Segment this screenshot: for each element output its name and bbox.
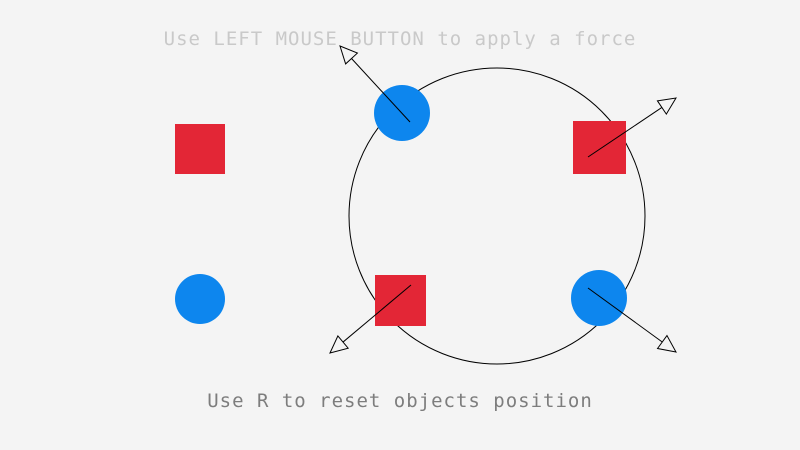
force-square-top-right-arrow-icon	[587, 97, 677, 158]
force-circle-bottom-right-shaft	[587, 287, 663, 343]
force-circle-bottom-right-arrow-icon	[587, 287, 677, 353]
body-square-top-right[interactable]	[573, 121, 626, 174]
force-vectors-layer	[329, 45, 677, 354]
guide-circle-layer	[348, 67, 646, 365]
bodies-layer[interactable]	[175, 85, 627, 326]
hint-text-top: Use LEFT MOUSE BUTTON to apply a force	[163, 28, 637, 50]
force-square-bottom-center-arrow-icon	[329, 284, 412, 354]
force-circle-top-center-head	[339, 45, 359, 65]
hint-text-bottom: Use R to reset objects position	[207, 390, 593, 412]
force-circle-top-center-shaft	[351, 58, 411, 123]
constraint-circle-icon	[348, 67, 646, 365]
force-circle-top-center-arrow-icon	[339, 45, 411, 123]
body-square-top-left[interactable]	[175, 124, 225, 174]
force-circle-bottom-right-head	[656, 334, 677, 353]
force-square-bottom-center-head	[329, 335, 350, 354]
body-circle-bottom-left[interactable]	[175, 274, 225, 324]
force-square-top-right-shaft	[587, 107, 663, 158]
body-circle-bottom-right[interactable]	[571, 270, 627, 326]
force-square-bottom-center-shaft	[342, 284, 412, 343]
body-square-bottom-center[interactable]	[375, 275, 426, 326]
force-square-top-right-head	[656, 97, 677, 116]
